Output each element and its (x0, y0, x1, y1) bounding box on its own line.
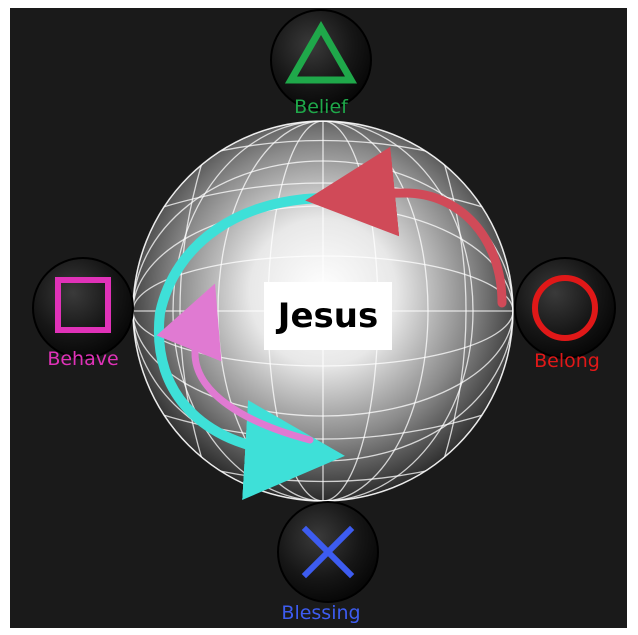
belief-button[interactable] (271, 10, 371, 110)
behave-button[interactable] (33, 258, 133, 358)
blessing-label: Blessing (281, 602, 360, 624)
behave-label: Behave (47, 348, 118, 370)
belong-label: Belong (534, 350, 600, 372)
belief-label: Belief (294, 96, 348, 118)
center-label-box: Jesus (264, 282, 392, 350)
blessing-button[interactable] (278, 502, 378, 602)
center-label: Jesus (278, 296, 378, 336)
belong-button[interactable] (515, 258, 615, 358)
diagram-stage: Belief Behave Belong Blessing Jesus (10, 8, 627, 628)
